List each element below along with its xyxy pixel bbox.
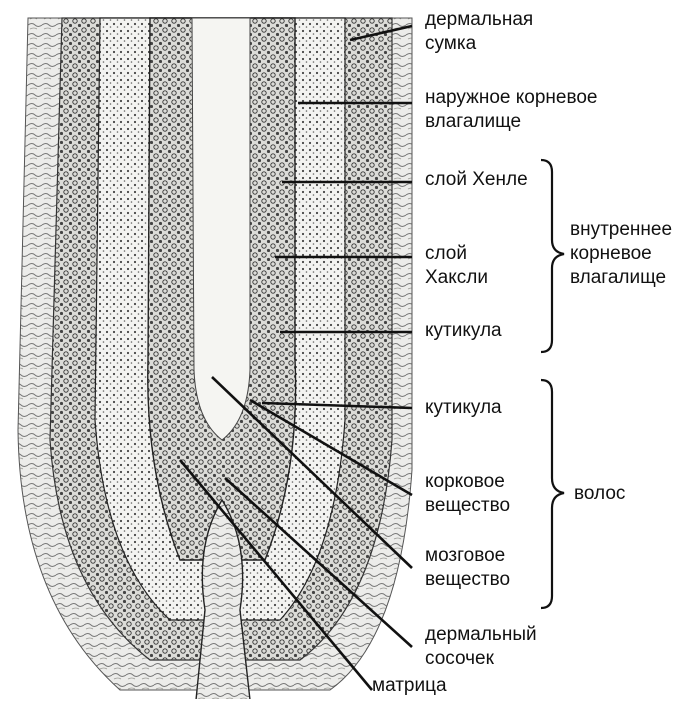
label-line: влагалище	[570, 266, 672, 290]
label-matrix: матрица	[372, 674, 447, 698]
label-dermal-papilla: дермальный сосочек	[425, 623, 537, 671]
label-huxley-layer: слой Хаксли	[425, 242, 488, 290]
label-line: слой Хенле	[425, 168, 528, 192]
label-line: кутикула	[425, 319, 502, 343]
label-cuticle-sheath: кутикула	[425, 319, 502, 343]
label-outer-root-sheath: наружное корневое влагалище	[425, 86, 597, 134]
label-line: матрица	[372, 674, 447, 698]
label-line: мозговое	[425, 544, 510, 568]
label-line: кутикула	[425, 396, 502, 420]
label-line: Хаксли	[425, 266, 488, 290]
label-line: вещество	[425, 568, 510, 592]
label-line: влагалище	[425, 110, 597, 134]
inner-root-sheath-brace	[541, 160, 564, 352]
group-label-inner-root-sheath: внутреннее корневое влагалище	[570, 218, 672, 290]
label-henle-layer: слой Хенле	[425, 168, 528, 192]
label-dermal-sheath: дермальная сумка	[425, 8, 533, 56]
label-line: наружное корневое	[425, 86, 597, 110]
label-line: корковое	[425, 470, 510, 494]
label-line: корневое	[570, 242, 672, 266]
label-line: дермальная	[425, 8, 533, 32]
label-line: слой	[425, 242, 488, 266]
label-line: внутреннее	[570, 218, 672, 242]
group-label-hair: волос	[574, 482, 625, 506]
medulla-shape	[192, 18, 250, 440]
label-line: сосочек	[425, 647, 537, 671]
label-medulla: мозговое вещество	[425, 544, 510, 592]
label-cuticle-hair: кутикула	[425, 396, 502, 420]
label-line: волос	[574, 482, 625, 506]
label-line: вещество	[425, 494, 510, 518]
label-line: сумка	[425, 32, 533, 56]
label-cortex: корковое вещество	[425, 470, 510, 518]
label-line: дермальный	[425, 623, 537, 647]
hair-brace	[541, 380, 564, 608]
